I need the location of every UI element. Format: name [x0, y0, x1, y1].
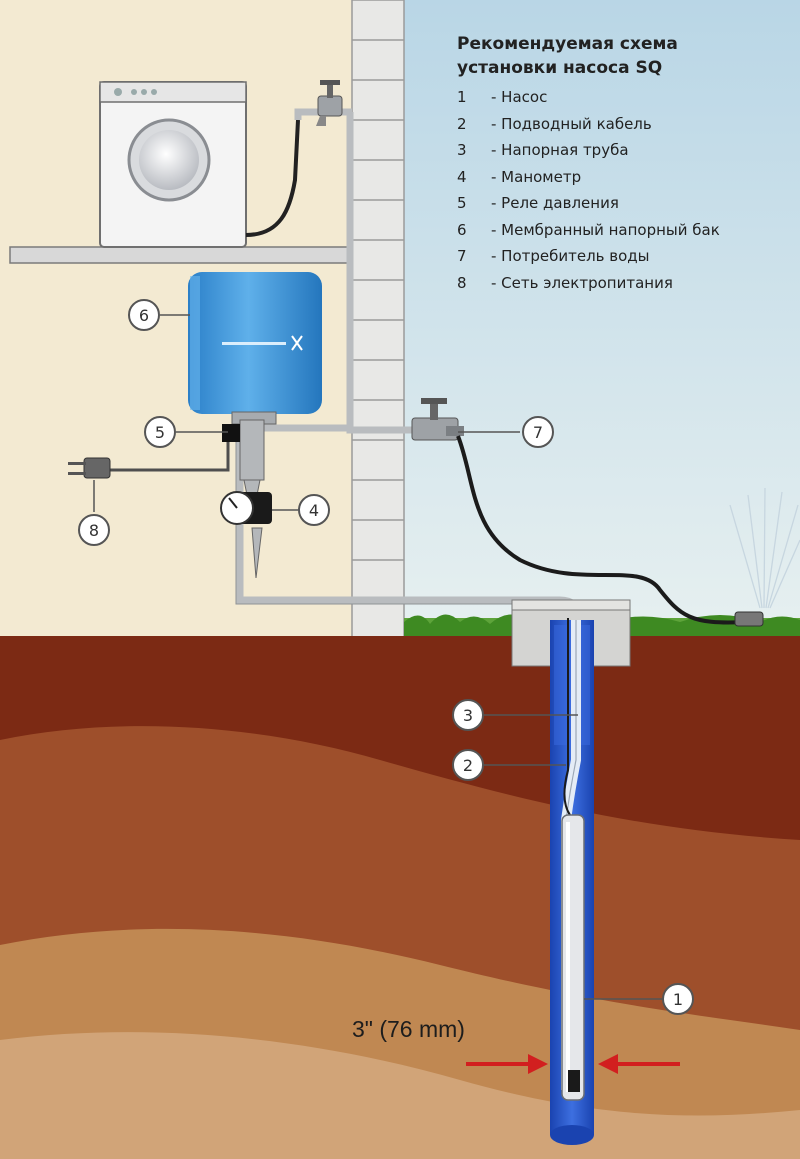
pressure-gauge-icon — [220, 491, 272, 579]
legend-item-7: 7 - Потребитель воды — [457, 243, 787, 270]
legend-title-line-1: Рекомендуемая схема — [457, 34, 678, 54]
legend-item-2: 2 - Подводный кабель — [457, 111, 787, 138]
legend-item-label: - Напорная труба — [491, 141, 629, 159]
water-pipe-outline — [235, 430, 560, 605]
legend-item-1: 1 - Насос — [457, 84, 787, 111]
washer-hose — [245, 119, 300, 237]
legend-item-label: - Потребитель воды — [491, 247, 650, 265]
legend-item-number: 6 — [457, 220, 467, 239]
legend-item-3: 3 - Напорная труба — [457, 137, 787, 164]
legend-item-number: 8 — [457, 273, 467, 292]
shelf — [9, 246, 353, 264]
pump-icon — [561, 814, 585, 1101]
legend-item-5: 5 - Реле давления — [457, 190, 787, 217]
membrane-tank-icon — [188, 272, 322, 425]
garden-hose — [456, 435, 746, 625]
callout-1-pump: 1 — [662, 983, 694, 1015]
legend-item-number: 5 — [457, 194, 467, 212]
indoor-faucet-icon — [316, 80, 343, 126]
legend-list: 1 - Насос 2 - Подводный кабель 3 - Напорная… — [457, 84, 787, 296]
callout-8-power: 8 — [78, 514, 110, 546]
legend-item-number: 3 — [457, 141, 467, 159]
legend-item-label: - Мембранный напорный бак — [491, 220, 720, 239]
callout-2-cable: 2 — [452, 749, 484, 781]
dimension-arrows — [466, 1054, 680, 1074]
callout-6-tank: 6 — [128, 299, 160, 331]
legend-item-label: - Подводный кабель — [491, 114, 652, 133]
leader-lines — [93, 314, 662, 1000]
legend-title-line-2: установки насоса SQ — [457, 58, 663, 78]
legend-item-8: 8 - Сеть электропитания — [457, 270, 787, 297]
outdoor-faucet-icon — [411, 398, 464, 441]
callout-4-gauge: 4 — [298, 494, 330, 526]
legend-item-label: - Насос — [491, 88, 548, 106]
callout-3-pipe: 3 — [452, 699, 484, 731]
legend-item-number: 7 — [457, 247, 467, 265]
legend-item-label: - Сеть электропитания — [491, 273, 673, 292]
callout-5-pressure-switch: 5 — [144, 416, 176, 448]
well-diameter-label: 3" (76 mm) — [352, 1016, 465, 1042]
legend-item-label: - Реле давления — [491, 194, 619, 212]
legend-item-label: - Манометр — [491, 167, 582, 186]
callout-7-consumer: 7 — [522, 416, 554, 448]
power-plug-icon — [68, 442, 230, 479]
legend-item-number: 4 — [457, 167, 467, 186]
sprinkler-icon — [729, 487, 800, 627]
soil-layer-4 — [0, 1032, 800, 1159]
legend-item-6: 6 - Мембранный напорный бак — [457, 217, 787, 244]
washing-machine-icon — [99, 81, 247, 248]
legend-item-number: 1 — [457, 88, 467, 106]
legend-item-number: 2 — [457, 114, 467, 133]
legend-item-4: 4 - Манометр — [457, 164, 787, 191]
brick-wall — [351, 0, 405, 641]
legend: Рекомендуемая схема установки насоса SQ … — [457, 32, 787, 296]
